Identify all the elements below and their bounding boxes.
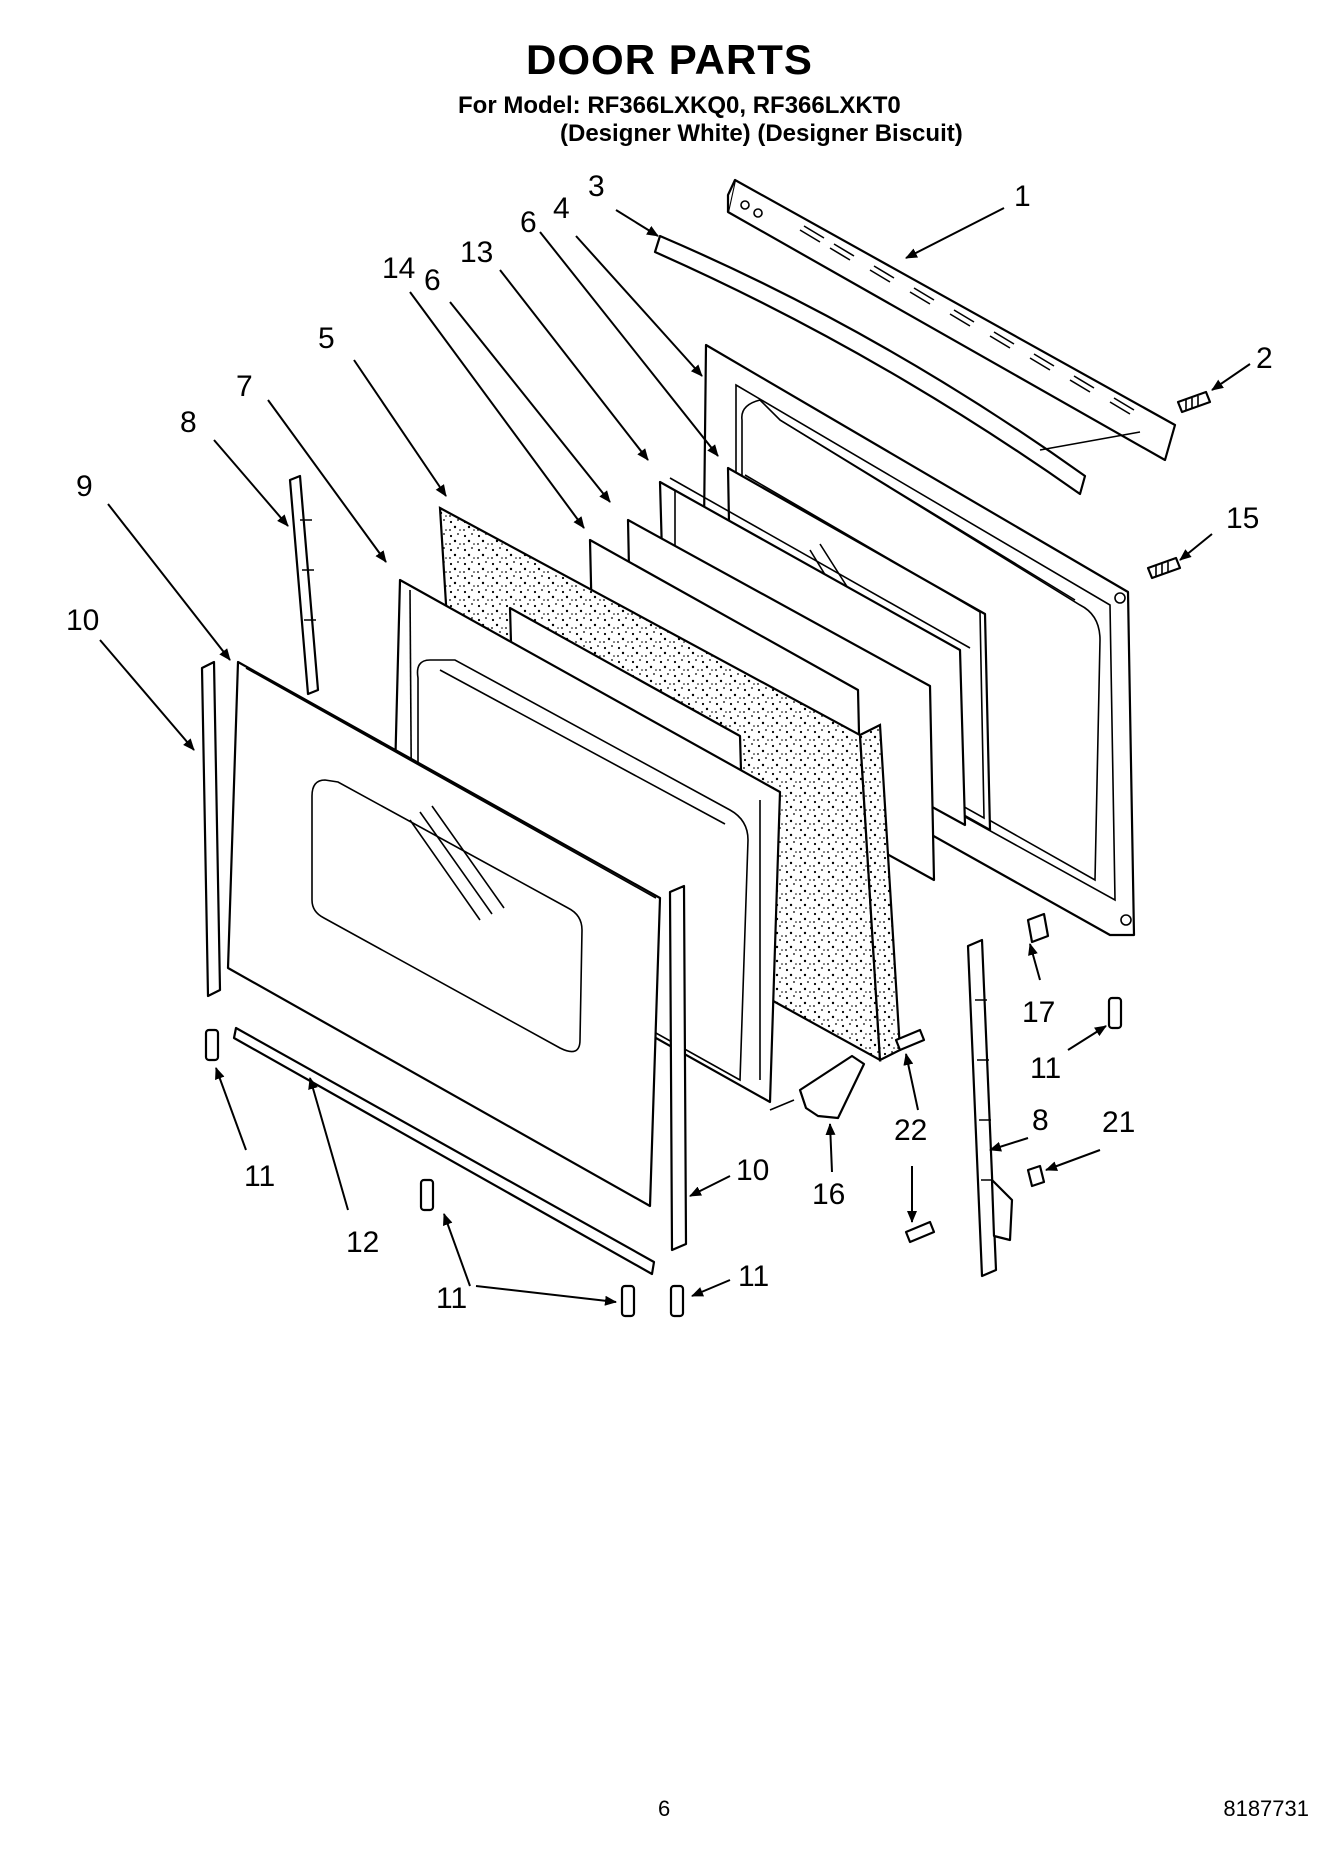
callout-21: 21 — [1102, 1106, 1135, 1139]
part-11-screw-a — [204, 1028, 220, 1062]
callout-5: 5 — [318, 322, 335, 355]
part-22-screw-lower — [904, 1220, 936, 1244]
callout-11-bottom-center: 11 — [738, 1260, 769, 1293]
callout-12: 12 — [346, 1226, 379, 1259]
callout-10-left: 10 — [66, 604, 99, 637]
callout-1: 1 — [1014, 180, 1031, 213]
part-2-screw — [1176, 390, 1212, 414]
callout-6-lower: 6 — [424, 264, 441, 297]
part-11-screw-e — [1107, 996, 1123, 1030]
part-9-outer-door-panel — [226, 660, 662, 1208]
part-17-clip — [1026, 912, 1050, 944]
callout-9: 9 — [76, 470, 93, 503]
part-22-screw-upper — [894, 1028, 926, 1052]
callout-3: 3 — [588, 170, 605, 203]
page-number: 6 — [658, 1796, 671, 1821]
part-3-bracket — [653, 234, 1141, 496]
callout-11-bottom-left: 11 — [436, 1282, 467, 1315]
callout-6-upper: 6 — [520, 206, 537, 239]
callout-8-left: 8 — [180, 406, 197, 439]
part-10-side-trim-right — [668, 884, 688, 1252]
callout-16: 16 — [812, 1178, 845, 1211]
callout-13: 13 — [460, 236, 493, 269]
callout-7: 7 — [236, 370, 253, 403]
part-8-hinge-channel-right — [966, 938, 1014, 1278]
callout-14: 14 — [382, 252, 415, 285]
leader-lines — [99, 207, 1251, 1306]
callout-22: 22 — [894, 1114, 927, 1147]
part-11-screw-b — [419, 1178, 435, 1212]
colors-line: (Designer White) (Designer Biscuit) — [560, 120, 963, 147]
part-11-screw-c — [620, 1284, 636, 1318]
document-number: 8187731 — [1223, 1796, 1309, 1821]
part-21-clip — [1026, 1164, 1046, 1188]
callout-2: 2 — [1256, 342, 1273, 375]
part-10-side-trim-left — [200, 660, 222, 998]
callout-10-right: 10 — [736, 1154, 769, 1187]
page-title: DOOR PARTS — [526, 36, 813, 83]
part-15-screw — [1146, 556, 1182, 580]
part-16-hinge-bracket — [769, 1054, 866, 1120]
callout-17: 17 — [1022, 996, 1055, 1029]
callout-labels: 1 2 3 4 6 13 14 6 5 7 8 9 10 15 17 11 22… — [66, 170, 1273, 1315]
part-12-bottom-trim — [232, 1026, 656, 1276]
callout-4: 4 — [553, 192, 570, 225]
part-1-vent-trim — [726, 178, 1177, 462]
part-8-hinge-channel-left — [288, 474, 320, 696]
part-11-screw-d — [669, 1284, 685, 1318]
model-line: For Model: RF366LXKQ0, RF366LXKT0 — [458, 92, 901, 119]
callout-11-left: 11 — [244, 1160, 275, 1193]
callout-8-right: 8 — [1032, 1104, 1049, 1137]
callout-15: 15 — [1226, 502, 1259, 535]
callout-11-right: 11 — [1030, 1052, 1061, 1085]
